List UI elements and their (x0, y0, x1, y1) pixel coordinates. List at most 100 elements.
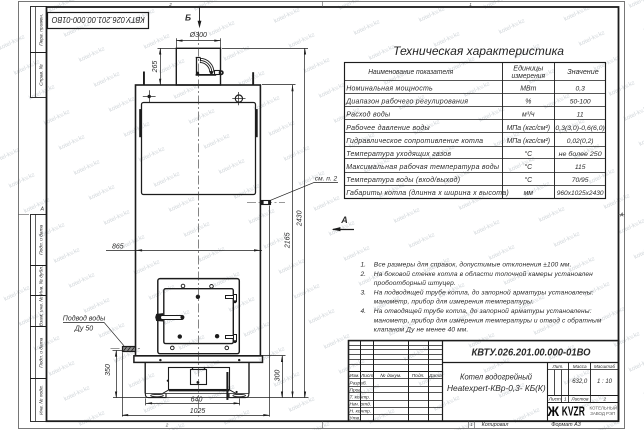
svg-text:640: 640 (191, 397, 203, 404)
svg-text:Диапазон рабочего регулировани: Диапазон рабочего регулирования (345, 98, 468, 106)
svg-text:Подп. и дата: Подп. и дата (38, 224, 44, 254)
svg-text:Разраб.: Разраб. (350, 380, 367, 386)
svg-text:Копировал: Копировал (482, 422, 509, 428)
svg-text:На боковой стенке котла в обла: На боковой стенке котла в области топочн… (374, 270, 593, 278)
svg-text:1: 1 (470, 422, 473, 427)
svg-text:пробоотборный штуцер.: пробоотборный штуцер. (374, 279, 456, 287)
svg-text:Гидравлическое сопротивление к: Гидравлическое сопротивление котла (346, 137, 483, 145)
svg-text:kotel-kv.kz: kotel-kv.kz (448, 420, 476, 430)
svg-text:На подводящей трубе котла, до: На подводящей трубе котла, до запорной а… (374, 288, 594, 296)
svg-text:265: 265 (152, 61, 159, 74)
svg-text:Нач. отд.: Нач. отд. (350, 401, 372, 407)
svg-text:2: 2 (168, 2, 172, 7)
svg-text:А: А (619, 213, 624, 219)
svg-text:1.: 1. (361, 262, 367, 269)
svg-text:КВТУ.026.201.00.000-01ВО: КВТУ.026.201.00.000-01ВО (472, 348, 591, 359)
svg-text:0,02(0,2): 0,02(0,2) (567, 138, 594, 145)
svg-text:Номинальная мощность: Номинальная мощность (346, 86, 433, 93)
svg-text:2: 2 (165, 423, 169, 428)
svg-text:клапаном Ду не менее 40 мм.: клапаном Ду не менее 40 мм. (374, 327, 469, 334)
svg-text:Справ. №: Справ. № (38, 64, 44, 86)
svg-text:Дата: Дата (428, 373, 442, 379)
svg-text:Подп. и дата: Подп. и дата (38, 337, 44, 367)
svg-text:kotel-kv.kz: kotel-kv.kz (593, 419, 621, 430)
svg-text:300: 300 (274, 370, 281, 382)
svg-text:115: 115 (575, 164, 586, 171)
svg-text:Максимальная рабочая температу: Максимальная рабочая температура воды (346, 163, 500, 171)
svg-text:см. п. 2: см. п. 2 (315, 176, 338, 183)
svg-text:350: 350 (105, 364, 112, 376)
svg-text:№ докум.: № докум. (380, 373, 401, 379)
svg-text:Подп.: Подп. (412, 373, 425, 379)
svg-text:Лит.: Лит. (552, 364, 564, 369)
svg-text:kotel-kv.kz: kotel-kv.kz (303, 421, 331, 430)
svg-text:1 : 10: 1 : 10 (597, 379, 613, 385)
svg-text:50-100: 50-100 (570, 99, 591, 106)
svg-text:2165: 2165 (284, 232, 291, 249)
svg-text:мм: мм (524, 190, 534, 197)
svg-text:Лист: Лист (548, 397, 561, 402)
svg-text:Т. контр.: Т. контр. (350, 394, 371, 400)
svg-text:Утв.: Утв. (350, 416, 361, 422)
svg-text:4.: 4. (361, 308, 367, 315)
svg-text:Масса: Масса (573, 364, 587, 369)
svg-text:°С: °С (524, 176, 533, 184)
svg-text:На отводящей трубе котла, до з: На отводящей трубе котла, до запорной ар… (374, 307, 592, 315)
svg-text:Температура воды (вход/выход): Температура воды (вход/выход) (346, 176, 460, 184)
svg-text:1: 1 (469, 2, 472, 7)
svg-text:Рабочее давление воды: Рабочее давление воды (346, 124, 430, 132)
svg-text:Единицы: Единицы (513, 65, 544, 73)
svg-text:ЗАВОД РЭП: ЗАВОД РЭП (590, 411, 615, 416)
svg-text:Значение: Значение (567, 69, 599, 76)
svg-text:kotel-kv.kz: kotel-kv.kz (628, 0, 644, 10)
svg-text:Н. контр.: Н. контр. (350, 409, 372, 415)
svg-text:kotel-kv.kz: kotel-kv.kz (338, 0, 366, 12)
svg-text:Формат А3: Формат А3 (551, 422, 581, 428)
svg-text:м³/ч: м³/ч (522, 112, 535, 119)
svg-text:Котел водогрейный: Котел водогрейный (460, 371, 532, 381)
svg-text:°С: °С (524, 163, 533, 171)
svg-text:kotel-kv.kz: kotel-kv.kz (633, 243, 644, 261)
svg-text:2430: 2430 (297, 210, 304, 227)
svg-text:Heatexpert-КВр-0,3- КБ(К): Heatexpert-КВр-0,3- КБ(К) (447, 384, 546, 393)
svg-text:КВТУ.026.201.00.000-01ВО: КВТУ.026.201.00.000-01ВО (52, 15, 145, 24)
svg-text:2.: 2. (360, 271, 367, 278)
svg-text:МПа (кгс/см²): МПа (кгс/см²) (507, 125, 550, 132)
svg-text:0,3(3,0)-0,6(6,0): 0,3(3,0)-0,6(6,0) (555, 126, 604, 132)
svg-text:70/95: 70/95 (572, 177, 589, 184)
svg-text:Листов: Листов (570, 397, 589, 402)
svg-text:А: А (39, 207, 44, 213)
svg-text:Габариты котла (длинна х ширин: Габариты котла (длинна х ширина х высота… (346, 189, 509, 197)
svg-text:1025: 1025 (190, 408, 206, 415)
svg-text:0,3: 0,3 (576, 86, 586, 93)
svg-text:Б: Б (185, 13, 191, 23)
svg-text:Лист: Лист (360, 373, 373, 379)
svg-text:865: 865 (112, 244, 124, 251)
svg-text:Изм.: Изм. (349, 373, 359, 379)
svg-text:632,0: 632,0 (572, 379, 588, 385)
svg-text:Ж: Ж (547, 404, 560, 419)
svg-text:Техническая характеристика: Техническая характеристика (393, 44, 564, 58)
svg-text:3.: 3. (361, 289, 367, 296)
svg-text:Масштаб: Масштаб (594, 364, 615, 369)
svg-text:КОТЕЛЬНЫЙ: КОТЕЛЬНЫЙ (590, 406, 618, 411)
svg-text:Пров.: Пров. (350, 387, 363, 393)
svg-text:измерения: измерения (512, 73, 546, 80)
svg-text:2: 2 (602, 397, 606, 402)
svg-text:Расход воды: Расход воды (346, 111, 391, 119)
svg-text:1: 1 (564, 397, 567, 402)
svg-text:°С: °С (524, 150, 533, 158)
svg-text:Температура уходящих газов: Температура уходящих газов (346, 150, 451, 158)
svg-text:Наименование показателя: Наименование показателя (368, 69, 453, 76)
svg-text:Перв. примен.: Перв. примен. (38, 14, 44, 46)
svg-text:МПа (кгс/см²): МПа (кгс/см²) (507, 138, 550, 145)
svg-text:Инв. № дубл.: Инв. № дубл. (38, 266, 44, 296)
svg-text:Ду 50: Ду 50 (74, 326, 93, 333)
svg-text:Подвод воды: Подвод воды (63, 315, 106, 323)
svg-text:МВт: МВт (520, 86, 536, 93)
svg-text:не более 250: не более 250 (559, 150, 602, 158)
svg-text:Инв. № подл.: Инв. № подл. (38, 385, 44, 415)
svg-text:11: 11 (577, 112, 584, 119)
svg-text:KVZR: KVZR (562, 404, 585, 419)
svg-text:А: А (340, 215, 348, 225)
